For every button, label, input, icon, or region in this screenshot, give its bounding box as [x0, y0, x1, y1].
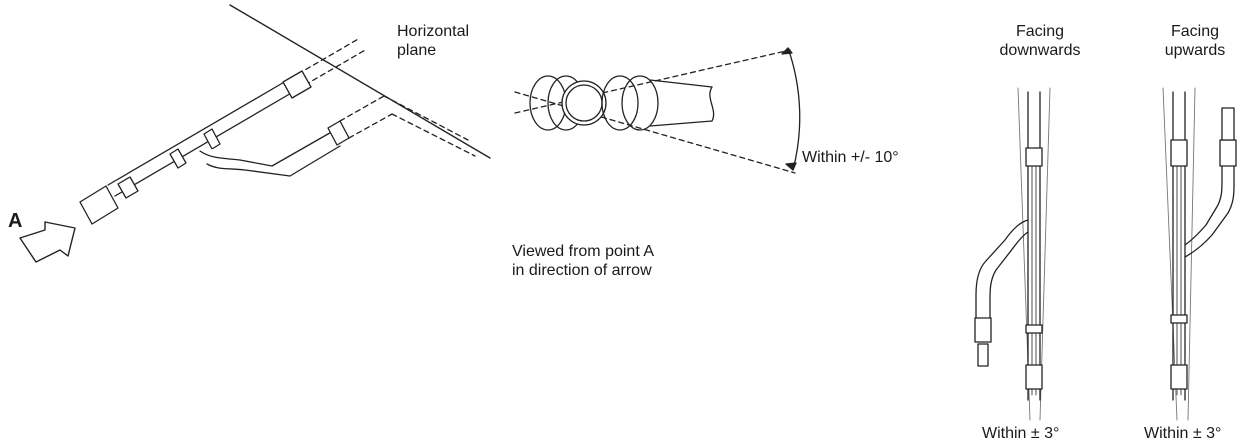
facing-upwards-view: [1162, 87, 1237, 421]
horizontal-plane-line: [229, 4, 491, 159]
branch-pipe: [199, 95, 476, 177]
main-pipe: [107, 37, 368, 197]
isometric-branch-view: [19, 4, 491, 263]
joint-ring-2: [169, 148, 187, 169]
end-fitting: [79, 185, 119, 225]
facing-downwards-label: Facing downwards: [999, 23, 1081, 59]
pipe-cross-section: [561, 80, 607, 126]
view-point-label: A: [8, 210, 23, 232]
sleeve-fitting-2: [282, 70, 312, 99]
viewed-from-caption: Viewed from point A in direction of arro…: [512, 243, 655, 279]
facing-upwards-label: Facing upwards: [1164, 23, 1226, 59]
downwards-tolerance-label: Within ± 3°: [982, 425, 1060, 442]
sleeve-fitting: [117, 176, 139, 199]
joint-ring: [203, 128, 221, 150]
facing-downwards-view: [974, 87, 1051, 421]
angle-arc: [787, 47, 801, 171]
angle-tolerance-label: Within +/- 10°: [802, 149, 899, 166]
upwards-tolerance-label: Within ± 3°: [1144, 425, 1222, 442]
end-view: [514, 47, 801, 174]
view-direction-arrow: [19, 221, 76, 263]
horizontal-plane-label: Horizontal plane: [397, 23, 470, 59]
